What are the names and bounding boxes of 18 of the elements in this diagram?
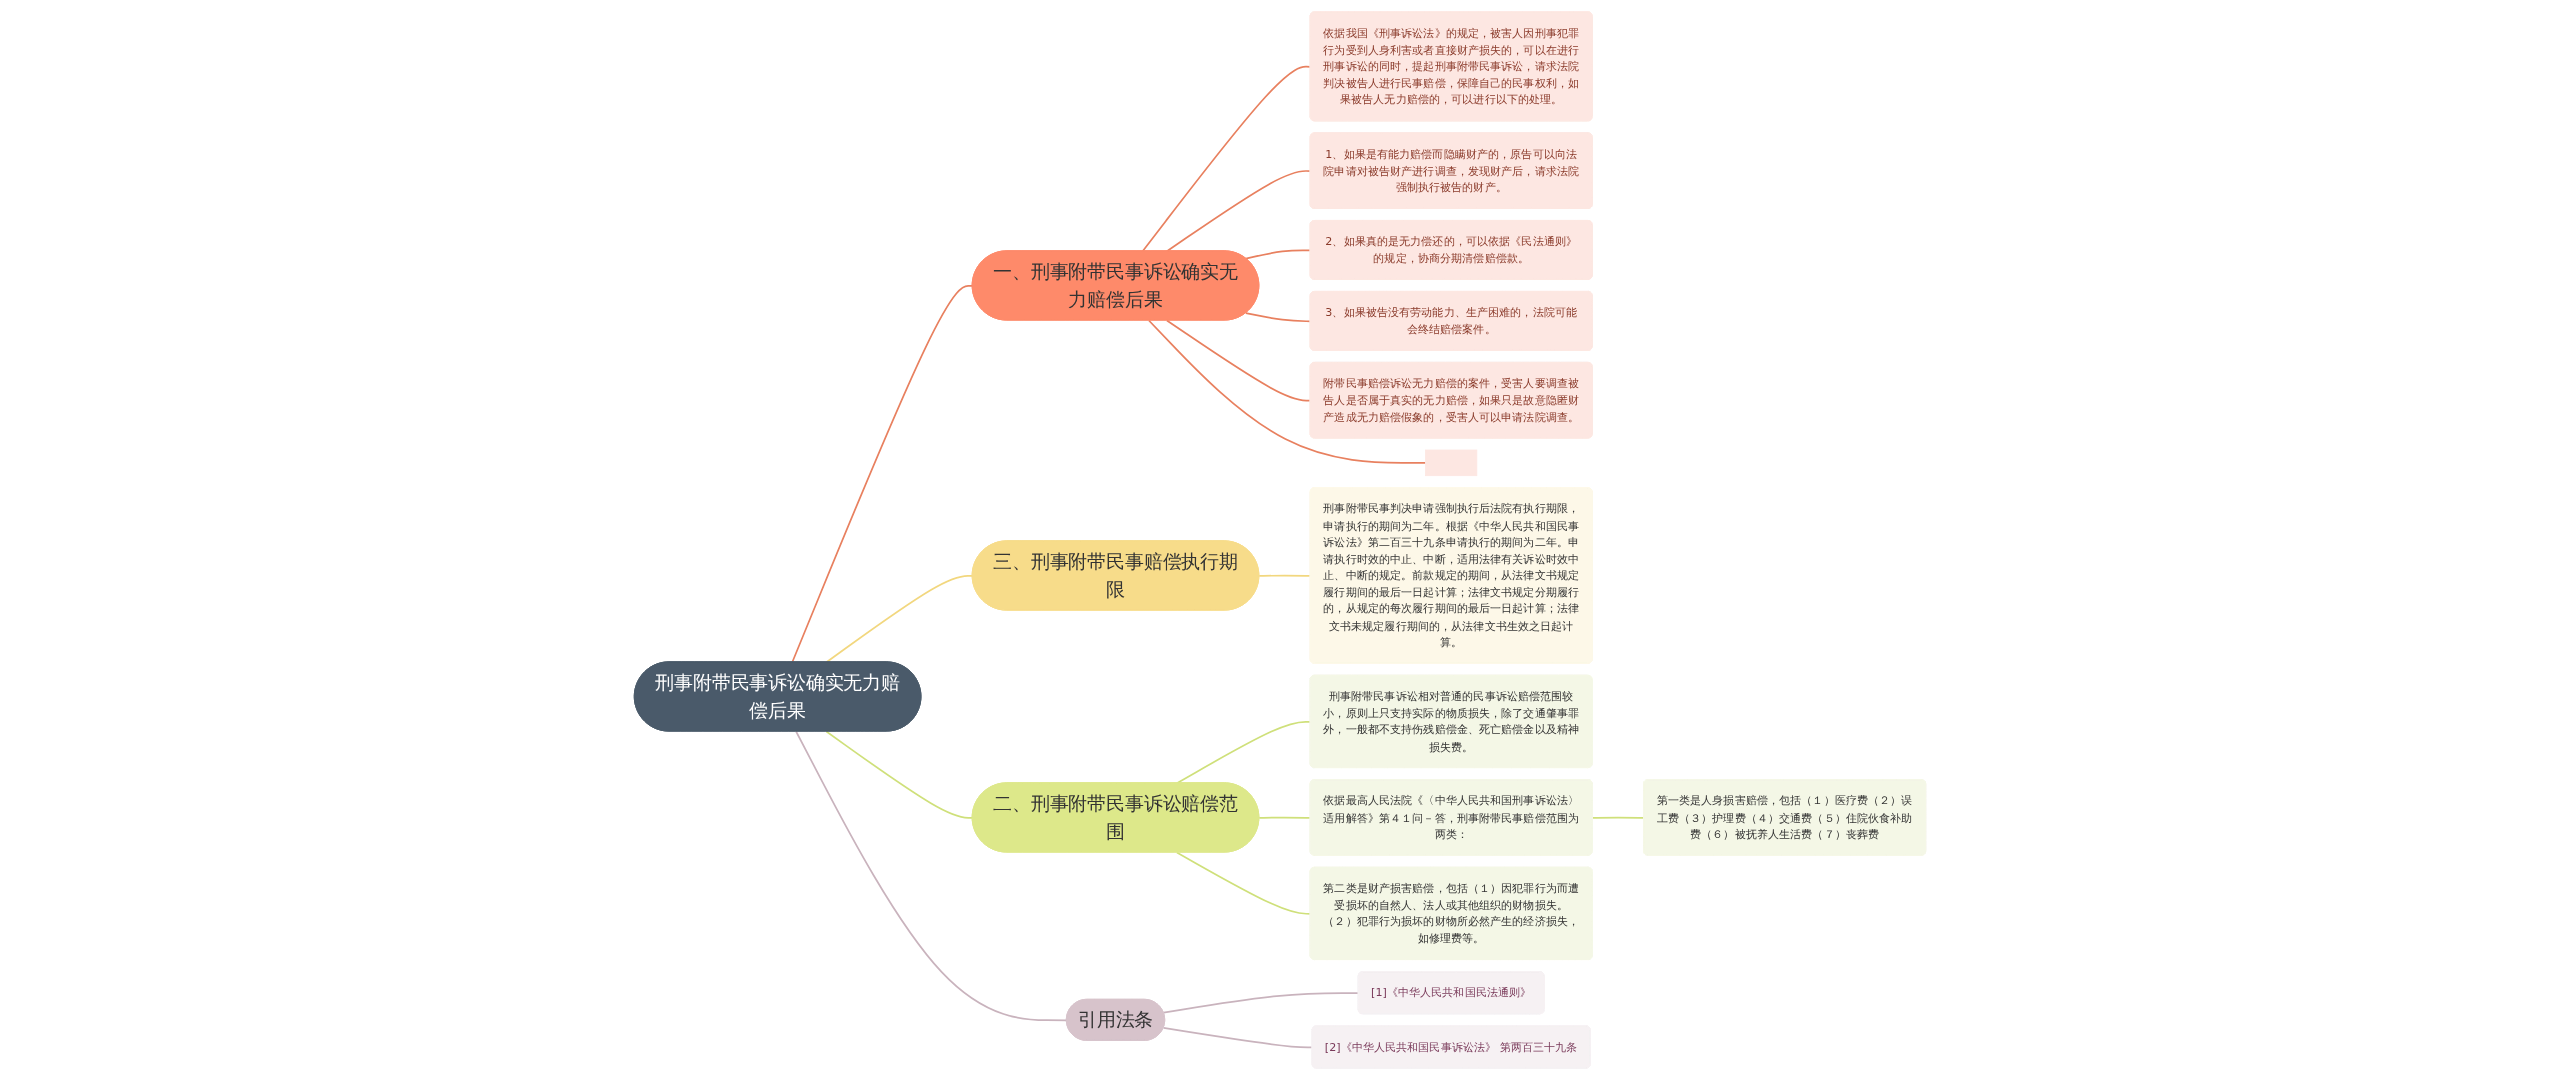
connector: [1166, 319, 1312, 401]
connector: [791, 284, 974, 663]
connector: [1166, 169, 1312, 252]
connector: [1176, 720, 1312, 784]
connector: [1176, 851, 1312, 915]
connector: [1162, 991, 1360, 1013]
connector: [1591, 816, 1645, 819]
connector: [1162, 1026, 1314, 1048]
connector: [1148, 319, 1427, 464]
node-box: [1425, 449, 1478, 476]
connector: [1258, 574, 1312, 577]
connector: [1258, 816, 1312, 819]
connector: [1245, 311, 1312, 322]
connector: [1141, 65, 1312, 252]
connector: [825, 574, 974, 663]
connector: [795, 730, 1068, 1021]
connector: [1245, 248, 1312, 259]
connector: [825, 730, 974, 819]
